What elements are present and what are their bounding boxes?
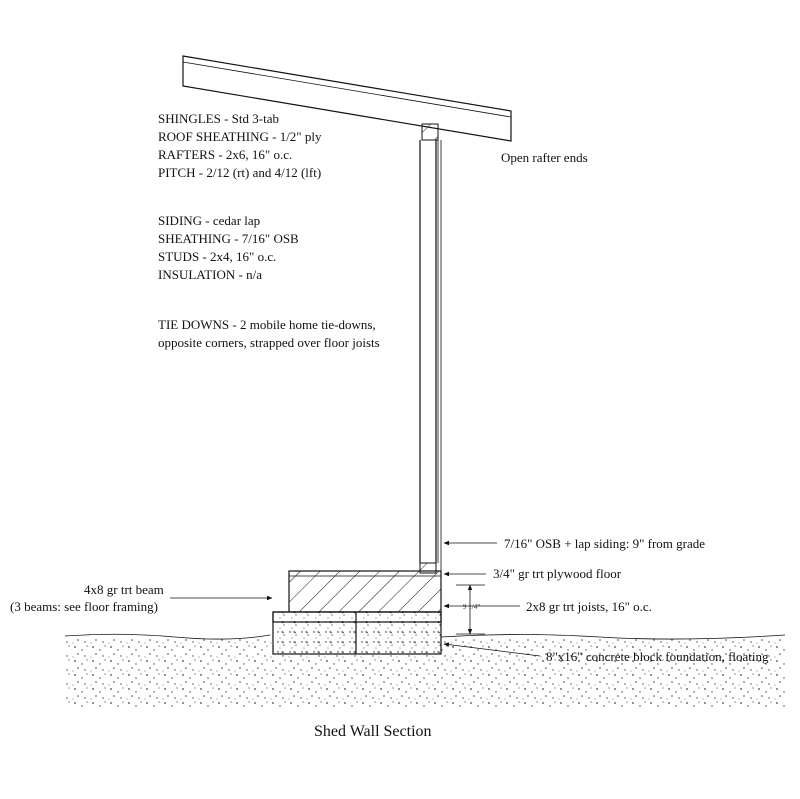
callout-foundation: 8"x16" concrete block foundation, floati… [546,649,769,664]
note-insulation: INSULATION - n/a [158,267,262,282]
clearance-label: 9 1/4" [463,603,480,611]
ground [64,633,786,708]
note-shingles: SHINGLES - Std 3-tab [158,111,279,126]
leader-lines [170,540,541,657]
note-tiedowns-line2: opposite corners, strapped over floor jo… [158,335,380,350]
clearance-dimension: 9 1/4" [456,584,485,635]
note-pitch: PITCH - 2/12 (rt) and 4/12 (lft) [158,165,321,180]
wall-notes: SIDING - cedar lap SHEATHING - 7/16" OSB… [158,213,299,282]
callout-siding: 7/16" OSB + lap siding: 9" from grade [504,536,705,551]
wall-stud [419,140,442,580]
roof-notes: SHINGLES - Std 3-tab ROOF SHEATHING - 1/… [158,111,322,180]
note-roof-sheathing: ROOF SHEATHING - 1/2" ply [158,129,322,144]
callout-rafter-ends: Open rafter ends [501,150,588,165]
callout-floor: 3/4" gr trt plywood floor [493,566,622,581]
roof-rafter [182,55,512,142]
note-rafters: RAFTERS - 2x6, 16" o.c. [158,147,292,162]
callout-beam-line1: 4x8 gr trt beam [84,582,164,597]
note-sheathing: SHEATHING - 7/16" OSB [158,231,299,246]
concrete-block-foundation [272,611,442,655]
floor-assembly [288,570,442,613]
top-plate [421,123,439,141]
callout-beam-line2: (3 beams: see floor framing) [10,599,158,614]
tiedown-notes: TIE DOWNS - 2 mobile home tie-downs, opp… [158,317,380,350]
note-studs: STUDS - 2x4, 16" o.c. [158,249,276,264]
callout-joists: 2x8 gr trt joists, 16" o.c. [526,599,652,614]
drawing-title: Shed Wall Section [314,723,432,740]
note-tiedowns-line1: TIE DOWNS - 2 mobile home tie-downs, [158,317,376,332]
note-siding: SIDING - cedar lap [158,213,260,228]
